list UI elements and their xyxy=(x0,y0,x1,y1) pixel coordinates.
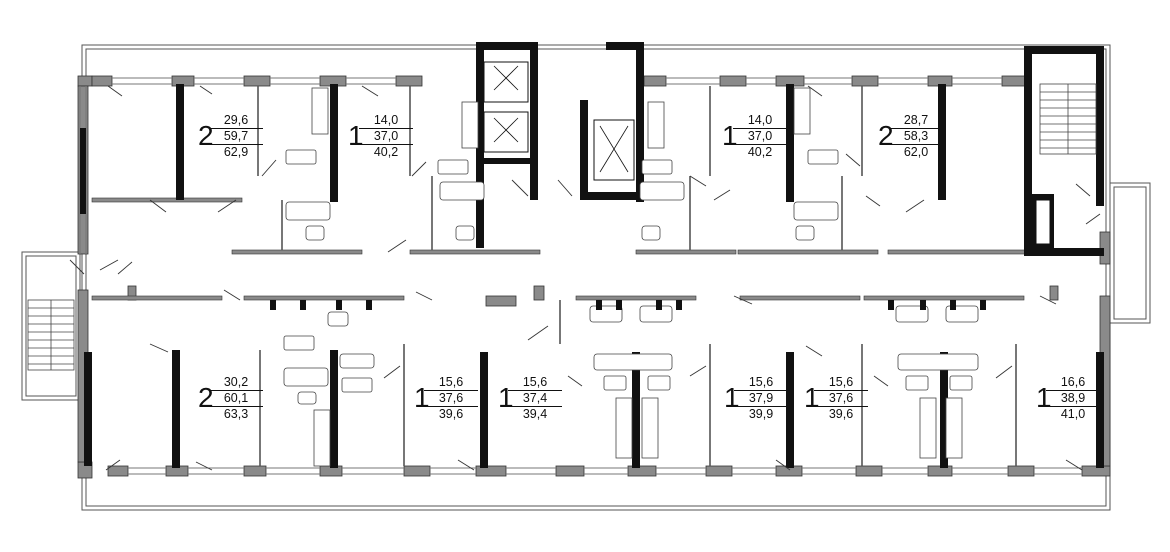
apt-a4-living: 28,7 xyxy=(903,113,929,127)
apt-a4-areas: 28,7 58,3 62,0 xyxy=(889,113,943,160)
apt-a9-living: 15,6 xyxy=(828,375,854,389)
apt-a8-total: 37,9 xyxy=(734,390,788,407)
apt-a4-total: 58,3 xyxy=(889,128,943,145)
apt-a1-areas: 29,6 59,7 62,9 xyxy=(209,113,263,160)
apt-a10-total: 38,9 xyxy=(1046,390,1100,407)
apt-a2-areas: 14,0 37,0 40,2 xyxy=(359,113,413,160)
apt-a6-living: 15,6 xyxy=(438,375,464,389)
apt-a2-total-loggia: 40,2 xyxy=(373,145,399,159)
apt-a6-total-loggia: 39,6 xyxy=(438,407,464,421)
apt-a7-living: 15,6 xyxy=(522,375,548,389)
apt-a8-areas: 15,6 37,9 39,9 xyxy=(734,375,788,422)
apt-a10-areas: 16,6 38,9 41,0 xyxy=(1046,375,1100,422)
apt-a10-living: 16,6 xyxy=(1060,375,1086,389)
apt-a7-total-loggia: 39,4 xyxy=(522,407,548,421)
apt-a9-areas: 15,6 37,6 39,6 xyxy=(814,375,868,422)
apt-a3-areas: 14,0 37,0 40,2 xyxy=(733,113,787,160)
apt-a1-total-loggia: 62,9 xyxy=(223,145,249,159)
apt-a7-total: 37,4 xyxy=(508,390,562,407)
apt-a9-total-loggia: 39,6 xyxy=(828,407,854,421)
apt-a2-total: 37,0 xyxy=(359,128,413,145)
apt-a7-areas: 15,6 37,4 39,4 xyxy=(508,375,562,422)
apt-a2-living: 14,0 xyxy=(373,113,399,127)
apt-a6-total: 37,6 xyxy=(424,390,478,407)
apt-a5-total-loggia: 63,3 xyxy=(223,407,249,421)
partitions xyxy=(257,86,1017,466)
apt-a3-total-loggia: 40,2 xyxy=(747,145,773,159)
door-swings xyxy=(69,85,1101,471)
apt-a3-total: 37,0 xyxy=(733,128,787,145)
apt-a5-areas: 30,2 60,1 63,3 xyxy=(209,375,263,422)
apt-a5-living: 30,2 xyxy=(223,375,249,389)
bearing-walls xyxy=(80,84,1104,468)
stairs xyxy=(27,83,1097,371)
apt-a9-total: 37,6 xyxy=(814,390,868,407)
corridor-walls xyxy=(91,197,1029,301)
core-fill xyxy=(483,61,1051,245)
apt-a5-total: 60,1 xyxy=(209,390,263,407)
apt-a6-areas: 15,6 37,6 39,6 xyxy=(424,375,478,422)
apt-a8-total-loggia: 39,9 xyxy=(748,407,774,421)
apt-a8-living: 15,6 xyxy=(748,375,774,389)
apt-a1-living: 29,6 xyxy=(223,113,249,127)
ducts xyxy=(270,300,986,310)
apt-a1-total: 59,7 xyxy=(209,128,263,145)
apt-a4-total-loggia: 62,0 xyxy=(903,145,929,159)
elevator-crosses xyxy=(493,65,629,173)
apt-a10-total-loggia: 41,0 xyxy=(1060,407,1086,421)
apt-a3-living: 14,0 xyxy=(747,113,773,127)
fixtures xyxy=(283,87,979,467)
